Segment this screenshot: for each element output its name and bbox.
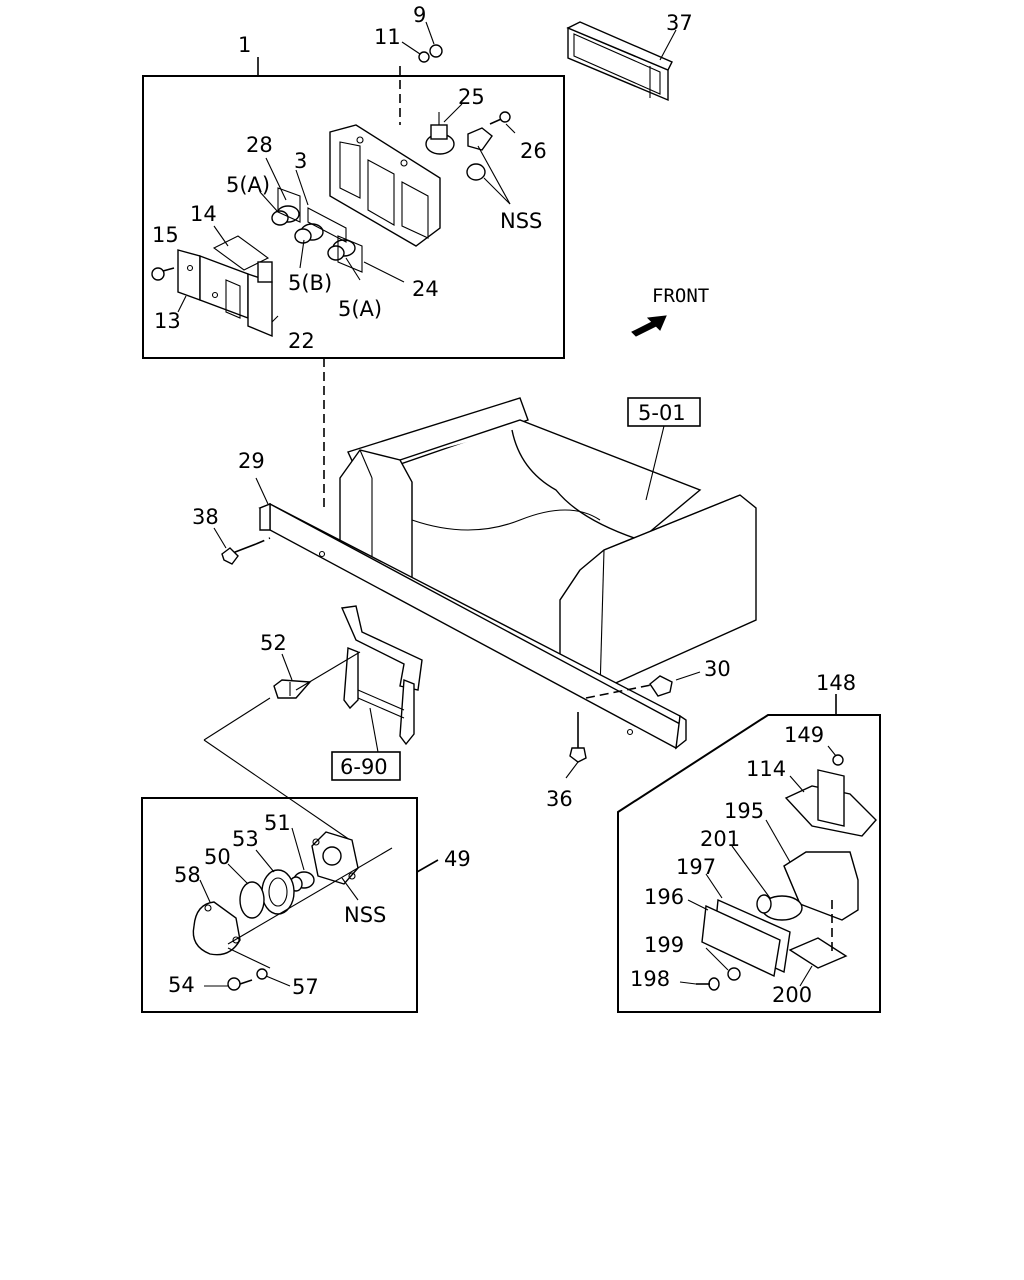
lamp-148-parts — [696, 754, 877, 991]
leaders-box-148 — [679, 745, 837, 987]
bulb-sockets — [271, 205, 356, 261]
label-58: 58 — [174, 863, 201, 887]
label-29: 29 — [238, 449, 265, 473]
label-15: 15 — [152, 223, 179, 247]
ref-6-90-label: 6-90 — [340, 755, 388, 779]
label-197: 197 — [676, 855, 716, 879]
mounting-plate — [329, 124, 441, 247]
label-149: 149 — [784, 723, 824, 747]
label-14: 14 — [190, 202, 217, 226]
label-9: 9 — [413, 3, 426, 27]
ref-box-6-90 — [331, 751, 401, 781]
assembly-1-box — [142, 75, 565, 359]
label-53: 53 — [232, 827, 259, 851]
clip-52 — [273, 679, 312, 699]
assembly-49-box — [141, 797, 418, 1013]
label-30: 30 — [704, 657, 731, 681]
leaders-box-1 — [177, 21, 516, 323]
label-57: 57 — [292, 975, 319, 999]
label-25: 25 — [458, 85, 485, 109]
label-nss-bot: NSS — [344, 903, 386, 927]
ref-5-01-label: 5-01 — [638, 401, 686, 425]
label-196: 196 — [644, 885, 684, 909]
label-38: 38 — [192, 505, 219, 529]
lamp-bracket — [340, 605, 423, 746]
label-201: 201 — [700, 827, 740, 851]
washer-11 — [418, 51, 430, 63]
label-11: 11 — [374, 25, 401, 49]
label-50: 50 — [204, 845, 231, 869]
label-37: 37 — [666, 11, 693, 35]
switch-part-25 — [425, 112, 455, 155]
bolt-36 — [569, 712, 587, 763]
lamp-housing-37 — [566, 21, 673, 102]
label-3: 3 — [294, 149, 307, 173]
label-199: 199 — [644, 933, 684, 957]
label-nss-top: NSS — [500, 209, 542, 233]
label-49: 49 — [444, 847, 471, 871]
chassis-frame — [258, 397, 757, 750]
clamp-and-screw-26 — [466, 111, 511, 181]
label-1: 1 — [238, 33, 251, 57]
label-51: 51 — [264, 811, 291, 835]
gaskets — [277, 187, 363, 273]
label-22: 22 — [288, 329, 315, 353]
front-label: FRONT — [652, 285, 709, 307]
label-26: 26 — [520, 139, 547, 163]
front-arrow-icon — [631, 315, 667, 337]
label-24: 24 — [412, 277, 439, 301]
label-36: 36 — [546, 787, 573, 811]
label-200: 200 — [772, 983, 812, 1007]
lamp-cover — [177, 249, 273, 338]
label-148: 148 — [816, 671, 856, 695]
label-5a-bot: 5(A) — [338, 297, 382, 321]
lamp-49-parts — [192, 831, 359, 991]
label-5b: 5(B) — [288, 271, 332, 295]
label-28: 28 — [246, 133, 273, 157]
nut-9 — [429, 44, 443, 58]
screw-15 — [151, 267, 175, 281]
label-198: 198 — [630, 967, 670, 991]
label-195: 195 — [724, 799, 764, 823]
label-5a-top: 5(A) — [226, 173, 270, 197]
label-52: 52 — [260, 631, 287, 655]
lens-14 — [212, 235, 270, 271]
leaders-box-49 — [199, 827, 393, 987]
label-54: 54 — [168, 973, 195, 997]
ref-box-5-01 — [627, 397, 701, 427]
nut-30 — [649, 675, 673, 697]
label-13: 13 — [154, 309, 181, 333]
assembly-148-box — [617, 714, 881, 1013]
label-114: 114 — [746, 757, 786, 781]
bolt-38 — [221, 543, 257, 565]
